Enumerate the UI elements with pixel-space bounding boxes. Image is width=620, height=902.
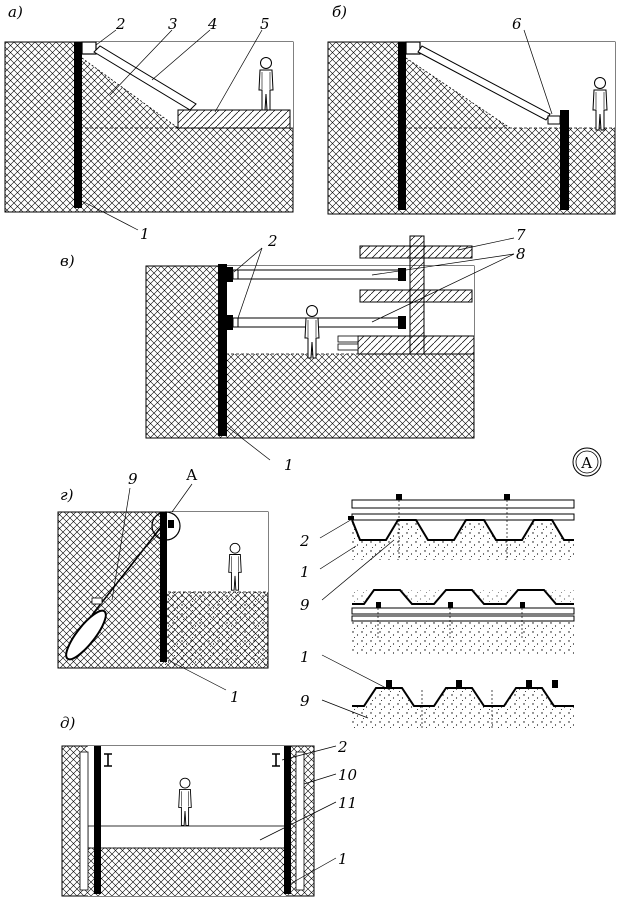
- callout-3: 3: [168, 15, 178, 33]
- sheet-pile: [74, 42, 82, 208]
- callout-2: 2: [337, 738, 348, 756]
- callout-1: 1: [300, 648, 310, 666]
- callout-6: 6: [512, 15, 522, 33]
- callout-1: 1: [140, 225, 150, 243]
- callout-1: 1: [300, 563, 310, 581]
- detail-section-2: [351, 589, 575, 655]
- callout-9: 9: [300, 596, 310, 614]
- callout-5: 5: [260, 15, 270, 33]
- callout-1: 1: [284, 456, 294, 474]
- panel-label-v: в): [60, 252, 75, 270]
- panel-label-a: а): [8, 3, 23, 21]
- panel-b: [327, 29, 616, 215]
- callout-1: 1: [230, 688, 240, 706]
- anchor-slab: [177, 109, 291, 129]
- ground-anchor: [65, 609, 107, 661]
- detail-a-bubble: [572, 447, 602, 477]
- callout-7: 7: [516, 226, 526, 244]
- callout-9: 9: [300, 692, 310, 710]
- detail-marker: А: [186, 466, 198, 484]
- callout-1: 1: [338, 850, 348, 868]
- panel-v: [145, 235, 515, 461]
- callout-11: 11: [338, 794, 357, 812]
- detail-section-3: [352, 680, 574, 730]
- panel-a: [4, 29, 294, 231]
- strut: [93, 45, 197, 111]
- detail-a-letter: А: [581, 454, 593, 472]
- panel-label-b: б): [332, 3, 347, 21]
- panel-d: [61, 745, 337, 897]
- callout-9: 9: [128, 470, 138, 488]
- waler: [81, 41, 97, 55]
- callout-2: 2: [267, 232, 278, 250]
- panel-label-d: д): [60, 714, 76, 732]
- tie-rod: [91, 521, 166, 616]
- callout-10: 10: [338, 766, 358, 784]
- callout-8: 8: [516, 245, 526, 263]
- panel-g: [57, 483, 269, 691]
- panel-label-g: г): [60, 486, 74, 504]
- callout-4: 4: [207, 15, 218, 33]
- detail-section-1: [348, 494, 575, 560]
- anchor-pile: [560, 110, 569, 210]
- callout-2: 2: [299, 532, 310, 550]
- callout-2: 2: [115, 15, 126, 33]
